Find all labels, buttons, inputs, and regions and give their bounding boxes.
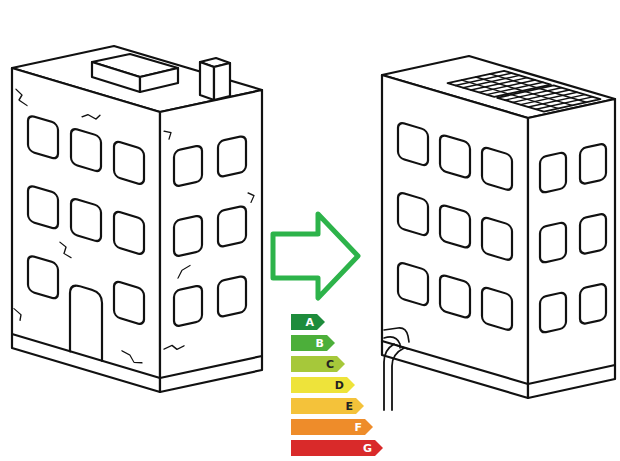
solar-panels — [448, 71, 601, 112]
energy-class-band: G — [291, 440, 383, 456]
energy-class-letter: B — [316, 338, 324, 349]
band-shape — [291, 377, 355, 393]
energy-class-band: E — [291, 398, 364, 414]
energy-class-letter: D — [335, 380, 344, 391]
energy-class-letter: F — [354, 422, 362, 433]
energy-class-letter: A — [305, 317, 314, 328]
energy-class-band: F — [291, 419, 373, 435]
transition-arrow — [273, 214, 358, 298]
energy-class-letter: G — [363, 443, 372, 454]
band-shape — [291, 398, 364, 414]
old-building — [12, 46, 262, 392]
energy-class-band: C — [291, 356, 345, 372]
band-shape — [291, 356, 345, 372]
band-shape — [291, 335, 335, 351]
energy-class-band: B — [291, 335, 335, 351]
energy-class-band: A — [291, 314, 325, 330]
energy-class-letter: E — [345, 401, 353, 412]
energy-class-band: D — [291, 377, 355, 393]
energy-class-letter: C — [326, 359, 334, 370]
renovated-building — [382, 56, 615, 410]
